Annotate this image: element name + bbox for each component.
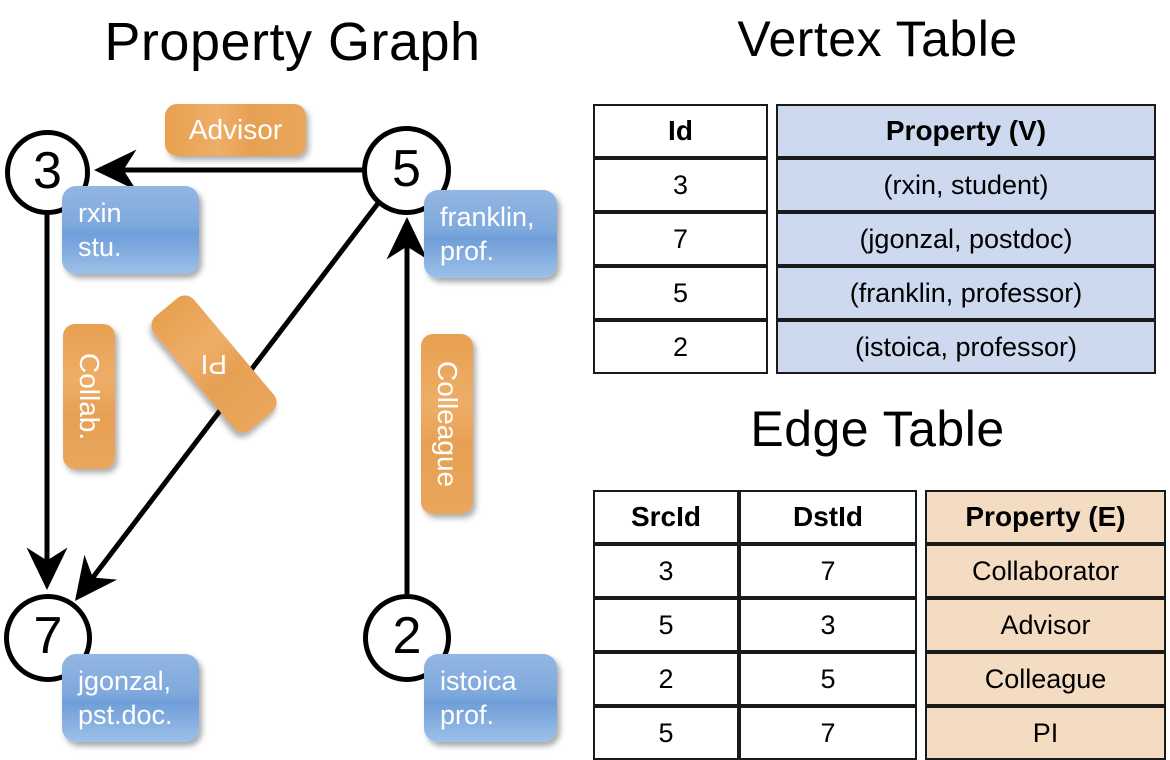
page-title-vertex-table: Vertex Table: [737, 11, 1018, 67]
vertex-callout-rxin-line2: stu.: [78, 232, 122, 262]
table-row: 5 3 Advisor: [593, 598, 1166, 652]
table-row: 3 (rxin, student): [593, 158, 1156, 212]
vertex-row-2-property: (franklin, professor): [776, 266, 1156, 320]
table-row: 5 7 PI: [593, 706, 1166, 760]
graph-node-5-label: 5: [392, 139, 421, 198]
edge-label-advisor-text: Advisor: [188, 114, 283, 145]
edge-label-colleague-text: Colleague: [432, 360, 463, 488]
edge-table-header-property: Property (E): [925, 490, 1166, 544]
vertex-row-0-property: (rxin, student): [776, 158, 1156, 212]
property-graph-panel: Property Graph 3 5 7 2 rxin stu. frankli…: [4, 12, 557, 742]
graph-node-7-label: 7: [33, 607, 63, 665]
vertex-callout-franklin: franklin, prof.: [424, 190, 557, 278]
edge-row-3-src: 5: [593, 706, 739, 760]
vertex-table-header-row: Id Property (V): [593, 104, 1156, 158]
edge-row-2-gap: [917, 652, 925, 706]
table-row: 7 (jgonzal, postdoc): [593, 212, 1156, 266]
vertex-table-header-property: Property (V): [776, 104, 1156, 158]
vertex-row-1-gap: [768, 212, 776, 266]
graph-node-5[interactable]: 5: [362, 126, 451, 215]
vertex-table-header-id: Id: [593, 104, 768, 158]
vertex-row-1-id: 7: [593, 212, 768, 266]
graph-node-3-label: 3: [33, 141, 62, 200]
edge-row-2-dst: 5: [739, 652, 917, 706]
vertex-callout-rxin: rxin stu.: [62, 186, 199, 274]
edge-row-1-src: 5: [593, 598, 739, 652]
edge-row-0-dst: 7: [739, 544, 917, 598]
edge-row-1-dst: 3: [739, 598, 917, 652]
vertex-row-0-gap: [768, 158, 776, 212]
vertex-table: Id Property (V) 3 (rxin, student) 7 (jgo…: [593, 104, 1156, 374]
vertex-table-column-gap: [768, 104, 776, 158]
edge-row-2-property: Colleague: [925, 652, 1166, 706]
vertex-row-0-id: 3: [593, 158, 768, 212]
edge-label-collab: Collab.: [63, 324, 115, 469]
table-row: 2 5 Colleague: [593, 652, 1166, 706]
page-title-property-graph: Property Graph: [104, 12, 481, 72]
graph-node-2-label: 2: [392, 607, 422, 665]
edge-row-2-src: 2: [593, 652, 739, 706]
edge-label-advisor: Advisor: [165, 104, 306, 156]
edge-row-3-property: PI: [925, 706, 1166, 760]
vertex-callout-istoica-line1: istoica: [440, 666, 517, 696]
vertex-callout-jgonzal: jgonzal, pst.doc.: [62, 654, 199, 742]
edge-row-0-property: Collaborator: [925, 544, 1166, 598]
vertex-row-3-property: (istoica, professor): [776, 320, 1156, 374]
edge-row-3-dst: 7: [739, 706, 917, 760]
vertex-callout-jgonzal-line2: pst.doc.: [78, 700, 173, 730]
graph-node-2[interactable]: 2: [363, 594, 451, 682]
table-row: 2 (istoica, professor): [593, 320, 1156, 374]
edge-row-1-gap: [917, 598, 925, 652]
page-title-edge-table: Edge Table: [750, 401, 1005, 457]
vertex-row-2-id: 5: [593, 266, 768, 320]
edge-label-pi-text: PI: [200, 349, 228, 380]
edge-row-0-gap: [917, 544, 925, 598]
vertex-row-1-property: (jgonzal, postdoc): [776, 212, 1156, 266]
edge-row-0-src: 3: [593, 544, 739, 598]
vertex-row-3-gap: [768, 320, 776, 374]
edge-row-3-gap: [917, 706, 925, 760]
vertex-callout-rxin-line1: rxin: [78, 198, 122, 228]
edge-table: SrcId DstId Property (E) 3 7 Collaborato…: [593, 490, 1166, 760]
edge-table-column-gap: [917, 490, 925, 544]
edge-table-header-srcid: SrcId: [593, 490, 739, 544]
vertex-row-3-id: 2: [593, 320, 768, 374]
vertex-callout-franklin-line2: prof.: [440, 236, 495, 266]
edge-table-header-row: SrcId DstId Property (E): [593, 490, 1166, 544]
table-row: 3 7 Collaborator: [593, 544, 1166, 598]
edge-label-collab-text: Collab.: [74, 352, 105, 441]
vertex-callout-jgonzal-line1: jgonzal,: [78, 666, 172, 696]
vertex-callout-franklin-line1: franklin,: [440, 202, 535, 232]
edge-label-colleague: Colleague: [421, 334, 473, 514]
edge-row-1-property: Advisor: [925, 598, 1166, 652]
vertex-callout-istoica-line2: prof.: [440, 700, 495, 730]
vertex-callout-istoica: istoica prof.: [424, 654, 557, 742]
edge-table-header-dstid: DstId: [739, 490, 917, 544]
vertex-row-2-gap: [768, 266, 776, 320]
table-row: 5 (franklin, professor): [593, 266, 1156, 320]
